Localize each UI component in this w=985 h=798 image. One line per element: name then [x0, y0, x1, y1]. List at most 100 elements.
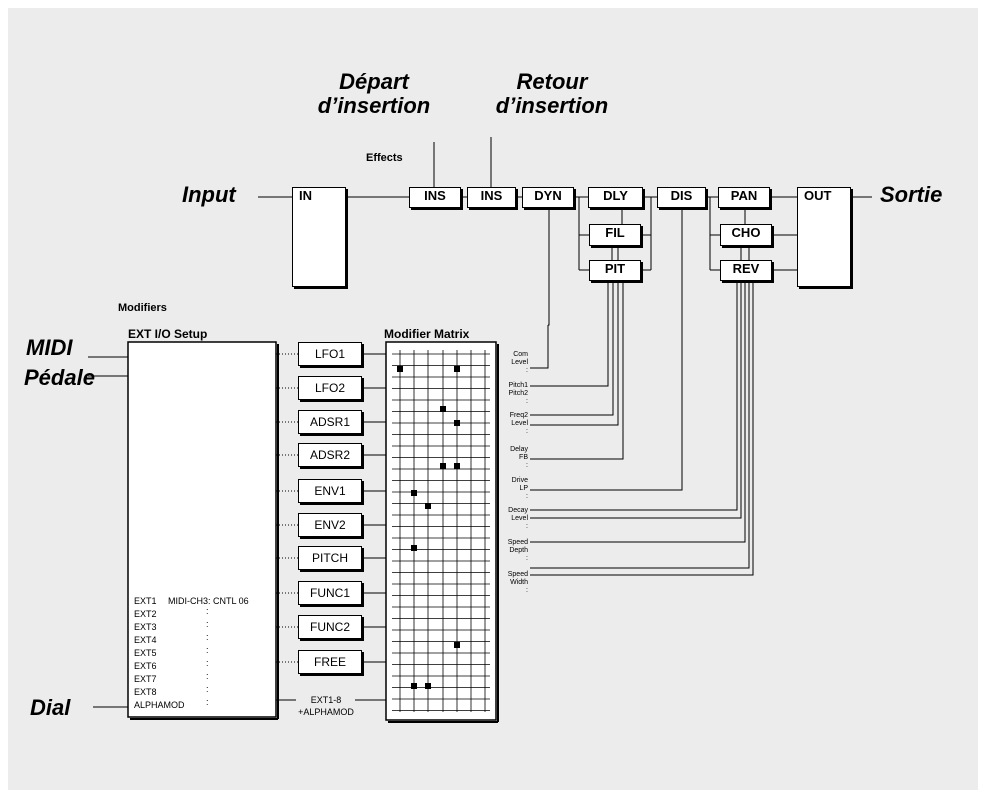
block-ins-send: INS — [409, 187, 461, 208]
matrix-nodes — [397, 366, 460, 689]
modifier-matrix — [385, 341, 497, 721]
input-label: Input — [182, 182, 236, 207]
block-out: OUT — [797, 187, 851, 287]
block-ins-return: INS — [467, 187, 516, 208]
param-name: Width — [510, 579, 528, 586]
dial-label: Dial — [30, 695, 71, 720]
param-name: Pitch2 — [508, 390, 528, 397]
matrix-node — [454, 420, 460, 426]
dot: : — [206, 645, 209, 655]
ext-item: EXT8 — [134, 687, 157, 697]
matrix-node — [440, 463, 446, 469]
depart-insertion-label: Départ d’insertion — [306, 70, 442, 118]
matrix-grid — [392, 350, 490, 712]
ext-item: EXT2 — [134, 609, 157, 619]
depart-line1: Départ — [339, 69, 409, 94]
matrix-node — [425, 503, 431, 509]
param-name: Freq2 — [509, 412, 528, 419]
block-rev: REV — [720, 260, 772, 281]
matrix-node — [411, 683, 417, 689]
param-more: : — [526, 523, 528, 530]
ext1-8-label: EXT1-8 — [310, 695, 342, 705]
modifier-adsr1: ADSR1 — [298, 410, 362, 434]
matrix-node — [454, 463, 460, 469]
dot: : — [206, 619, 209, 629]
matrix-node — [411, 545, 417, 551]
ext-item: EXT6 — [134, 661, 157, 671]
ext1-label: EXT1 — [134, 596, 157, 606]
depart-line2: d’insertion — [317, 93, 431, 118]
ext-item: EXT7 — [134, 674, 157, 684]
param-more: : — [526, 587, 528, 594]
param-name: Decay — [508, 507, 528, 514]
matrix-node — [454, 366, 460, 372]
dot: : — [206, 671, 209, 681]
matrix-header: Modifier Matrix — [384, 327, 470, 341]
sortie-label: Sortie — [880, 182, 943, 207]
modifier-env2: ENV2 — [298, 513, 362, 537]
param-name: Depth — [509, 547, 528, 554]
param-more: : — [526, 367, 528, 374]
block-in: IN — [292, 187, 346, 287]
dot: : — [206, 697, 209, 707]
modifier-pitch: PITCH — [298, 546, 362, 570]
matrix-node — [454, 642, 460, 648]
modifier-func2: FUNC2 — [298, 615, 362, 639]
block-pan: PAN — [718, 187, 770, 208]
dot: : — [206, 658, 209, 668]
modifier-free: FREE — [298, 650, 362, 674]
dot: : — [206, 606, 209, 616]
param-name: LP — [519, 485, 528, 492]
param-name: Pitch1 — [508, 382, 528, 389]
dot: : — [206, 632, 209, 642]
modifiers-header: Modifiers — [118, 302, 167, 314]
modifier-lfo1: LFO1 — [298, 342, 362, 366]
block-dyn: DYN — [522, 187, 574, 208]
param-more: : — [526, 555, 528, 562]
param-name: Level — [511, 515, 528, 522]
block-dis: DIS — [657, 187, 706, 208]
pedale-label: Pédale — [24, 365, 95, 390]
modifier-lfo2: LFO2 — [298, 376, 362, 400]
dot: : — [206, 684, 209, 694]
retour-line2: d’insertion — [495, 93, 609, 118]
ext-item: EXT4 — [134, 635, 157, 645]
param-name: Speed — [507, 571, 528, 578]
block-dly: DLY — [588, 187, 643, 208]
param-name: Level — [511, 359, 528, 366]
param-name: Speed — [507, 539, 528, 546]
param-name: Drive — [511, 477, 528, 484]
block-cho: CHO — [720, 224, 772, 246]
param-more: : — [526, 398, 528, 405]
retour-line1: Retour — [516, 69, 588, 94]
ext-item: ALPHAMOD — [134, 700, 185, 710]
param-name: Delay — [510, 446, 528, 453]
ext-item: EXT3 — [134, 622, 157, 632]
block-fil: FIL — [589, 224, 641, 246]
ext-continuation-dots: : : : : : : : : — [206, 605, 209, 709]
modifier-adsr2: ADSR2 — [298, 443, 362, 467]
ext-io-header: EXT I/O Setup — [128, 327, 208, 341]
modifier-env1: ENV1 — [298, 479, 362, 503]
modifier-func1: FUNC1 — [298, 581, 362, 605]
matrix-node — [397, 366, 403, 372]
matrix-node — [411, 490, 417, 496]
matrix-node — [440, 406, 446, 412]
matrix-node — [425, 683, 431, 689]
midi-label: MIDI — [26, 335, 73, 360]
effects-header: Effects — [366, 152, 403, 164]
alphamod-label: +ALPHAMOD — [298, 707, 354, 717]
connection-lines — [88, 137, 872, 708]
param-more: : — [526, 462, 528, 469]
block-pit: PIT — [589, 260, 641, 281]
retour-insertion-label: Retour d’insertion — [484, 70, 620, 118]
param-name: Com — [513, 351, 528, 358]
